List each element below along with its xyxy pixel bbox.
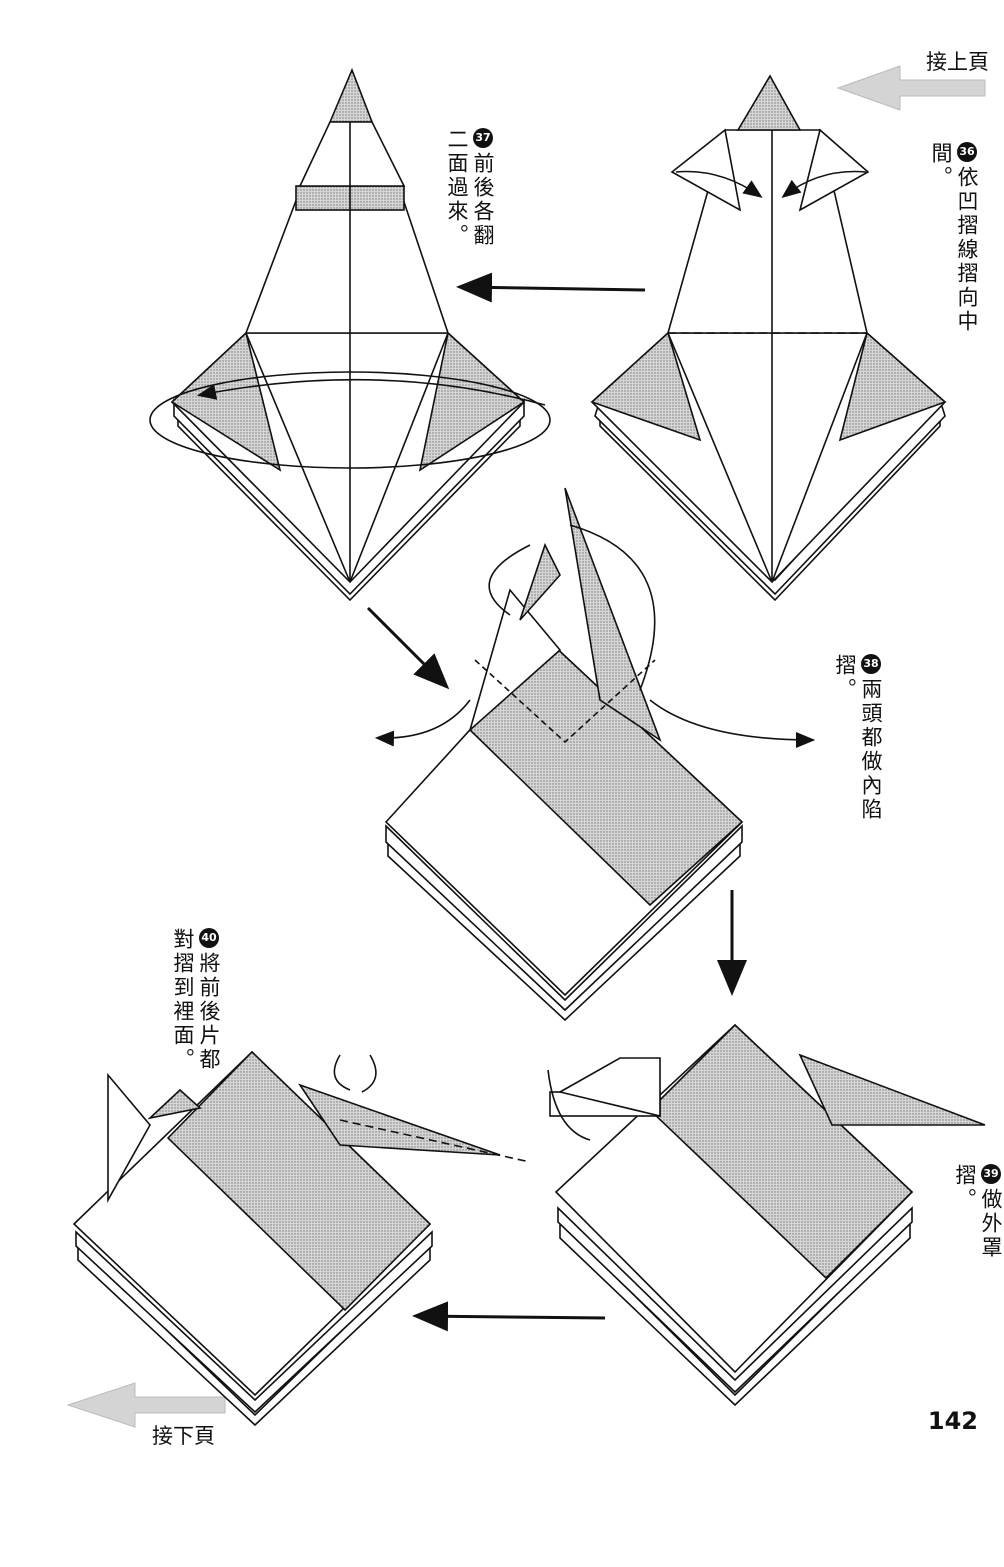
continue-to-next-label: 接下頁 [152, 1424, 215, 1448]
step-40-text: 將前後片都對摺到裡面。 [171, 928, 221, 1072]
step-36-text: 依凹摺線摺向中間。 [929, 142, 979, 334]
step-38-caption: 38兩頭都做內陷摺。 [832, 654, 884, 864]
step-37-figure [149, 67, 551, 602]
step-36-figure [590, 74, 947, 602]
step-38-figure [374, 487, 816, 1022]
continue-from-previous-label: 接上頁 [926, 50, 989, 74]
step-40-number: 40 [199, 928, 219, 948]
step-37-number: 37 [473, 128, 493, 148]
step-39-figure [547, 1023, 986, 1407]
step-39-number: 39 [981, 1164, 1001, 1184]
step-40-caption: 40將前後片都對摺到裡面。 [170, 928, 222, 1073]
flow-arrow-37-38 [366, 606, 450, 690]
flow-arrow-39-40 [412, 1301, 606, 1332]
step-37-text: 前後各翻二面過來。 [445, 128, 495, 248]
step-40-figure [72, 1050, 531, 1427]
flow-arrow-36-37 [456, 272, 646, 303]
next-page-arrow-icon [66, 1382, 226, 1428]
page-number: 142 [927, 1407, 978, 1435]
step-39-text: 做外罩摺。 [953, 1164, 1003, 1260]
step-36-number: 36 [957, 142, 977, 162]
prev-page-arrow-icon [836, 65, 986, 111]
step-36-caption: 36依凹摺線摺向中間。 [928, 142, 980, 372]
step-38-text: 兩頭都做內陷摺。 [833, 654, 883, 822]
step-38-number: 38 [861, 654, 881, 674]
step-37-caption: 37前後各翻二面過來。 [444, 128, 496, 268]
step-39-caption: 39做外罩摺。 [952, 1164, 1004, 1304]
